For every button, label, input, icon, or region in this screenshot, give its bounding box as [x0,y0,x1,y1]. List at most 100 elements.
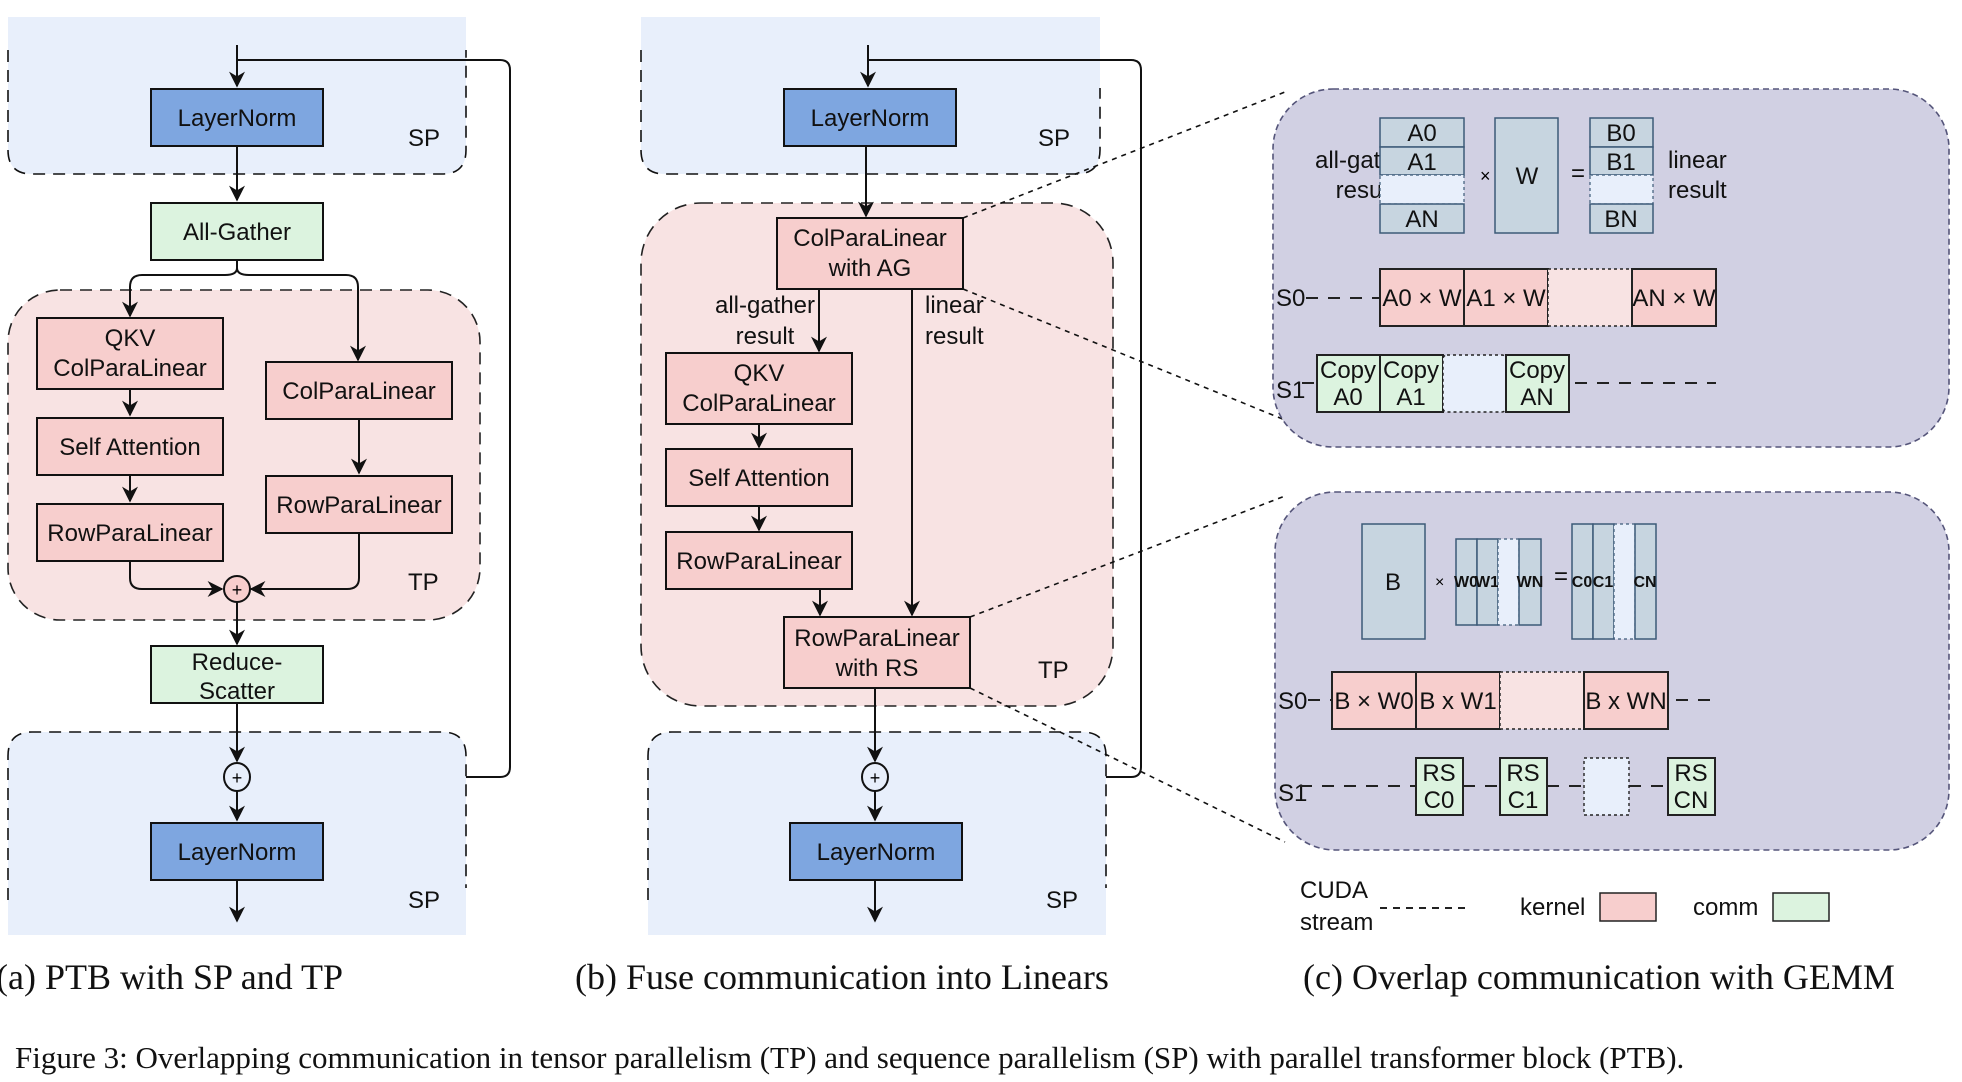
linear-result-label-1: linear [925,292,984,319]
equals-icon: = [1571,160,1585,187]
legend-stream-label-2: stream [1300,909,1373,936]
ag-result-label-2: result [736,323,795,350]
self-attention-label: Self Attention [59,434,200,461]
matrix-col-placeholder [1497,538,1520,626]
arrow [129,561,224,597]
matrix-block-label: AN [1405,206,1438,233]
layernorm-box [783,88,957,147]
colpara-ag-box[interactable] [776,217,964,290]
kernel-block-placeholder [1547,268,1633,327]
comm-block-placeholder [1583,757,1630,816]
rowpara-rs-label-2: with RS [835,655,919,682]
figure-caption: Figure 3: Overlapping communication in t… [15,1040,1684,1075]
colpara-ag-label-1: ColParaLinear [793,225,946,252]
legend-comm-label: comm [1693,894,1758,921]
s1-comm-lane: RS C0 RS C1 RS CN [1415,757,1716,816]
matrix-block-label: BN [1604,206,1637,233]
layernorm-label: LayerNorm [178,105,297,132]
plus-icon: + [870,768,881,788]
linear-result-label-2: result [925,323,984,350]
subcaption-b: (b) Fuse communication into Linears [575,957,1109,997]
qkv-label-1: QKV [105,325,156,352]
kernel-block [1631,268,1717,327]
matrix-block-label: A0 [1407,120,1436,147]
all-gather-label: All-Gather [183,219,291,246]
comm-block-label-1: Copy [1509,357,1565,384]
arrow [122,260,238,318]
legend: CUDA stream kernel comm [1300,877,1830,936]
residual-arrow [237,59,511,785]
kernel-block-label: B x WN [1585,688,1666,715]
zoom-connectors [962,91,1286,843]
comm-block-label-1: Copy [1383,357,1439,384]
matrix-w-cols: W0 W1 WN [1454,538,1544,626]
qkv-label-2: ColParaLinear [682,390,835,417]
matrix-w [1494,117,1559,234]
matrix-col-label: WN [1517,574,1544,591]
panel-b: SP LayerNorm TP ColParaLinear with AG al… [575,17,1142,997]
comm-block [1505,354,1570,413]
qkv-colpara-box [665,352,853,425]
s0-kernel-lane: A0 × W A1 × W AN × W [1379,268,1717,327]
connector-line [969,495,1286,618]
sp-label: SP [1046,887,1078,914]
matrix-col [1518,538,1542,626]
arrow [249,533,360,597]
qkv-label-2: ColParaLinear [53,355,206,382]
rowpara-box [665,531,853,590]
reduce-scatter-label-2: Scatter [199,678,275,705]
matrix-block-label: B1 [1606,149,1635,176]
sp-label: SP [408,887,440,914]
matrix-col-label: C0 [1572,574,1593,591]
matrix-col-label: C1 [1593,574,1614,591]
sp-label: SP [408,125,440,152]
matrix-block [1379,146,1465,176]
rowpara-rs-box[interactable] [783,616,971,689]
layernorm-label: LayerNorm [178,839,297,866]
kernel-block-label: A0 × W [1382,285,1462,312]
matrix-c-cols: C0 C1 CN [1571,523,1657,640]
comm-block-label-1: RS [1674,760,1707,787]
tp-label: TP [1038,657,1069,684]
subcaption-c: (c) Overlap communication with GEMM [1303,957,1895,997]
reduce-scatter-label-1: Reduce- [192,649,283,676]
stream-s0-label: S0 [1276,285,1305,312]
layernorm-box [789,822,963,881]
connector-line [962,91,1286,219]
matrix-b-full [1361,523,1426,640]
matrix-col-label: W0 [1454,574,1478,591]
stream-s0-label: S0 [1278,688,1307,715]
rowpara-right-label: RowParaLinear [276,492,441,519]
self-attention-box [36,417,224,476]
residual-arrow [868,59,1142,785]
comm-block-placeholder [1442,354,1507,413]
colpara-right-label: ColParaLinear [282,378,435,405]
matrix-b-label: B [1385,569,1401,596]
kernel-block [1415,671,1501,730]
matrix-block [1379,117,1465,148]
panel-c: all-gather result A0 A1 AN × W = B0 B1 B… [1272,88,1950,997]
comm-block [1316,354,1381,413]
sp-label: SP [1038,125,1070,152]
linear-result-label-2: result [1668,177,1727,204]
matrix-block [1589,146,1654,176]
arrow [236,267,366,362]
stream-s1-label: S1 [1278,780,1307,807]
matrix-block [1379,203,1465,234]
kernel-block-label: AN × W [1632,285,1716,312]
times-icon: × [1480,166,1491,186]
kernel-block-label: B × W0 [1334,688,1413,715]
linear-result-label-1: linear [1668,147,1727,174]
times-icon: × [1435,574,1444,591]
matrix-col-label: W1 [1475,574,1499,591]
rowpara-left-label: RowParaLinear [47,520,212,547]
matrix-block-placeholder [1589,174,1654,205]
comm-block-label-2: AN [1520,384,1553,411]
kernel-block [1583,671,1669,730]
matrix-block-label: A1 [1407,149,1436,176]
comm-block [1499,757,1548,816]
rowpara-rs-label-1: RowParaLinear [794,625,959,652]
matrix-col-placeholder [1613,523,1636,640]
matrix-b: B0 B1 BN [1589,117,1654,234]
